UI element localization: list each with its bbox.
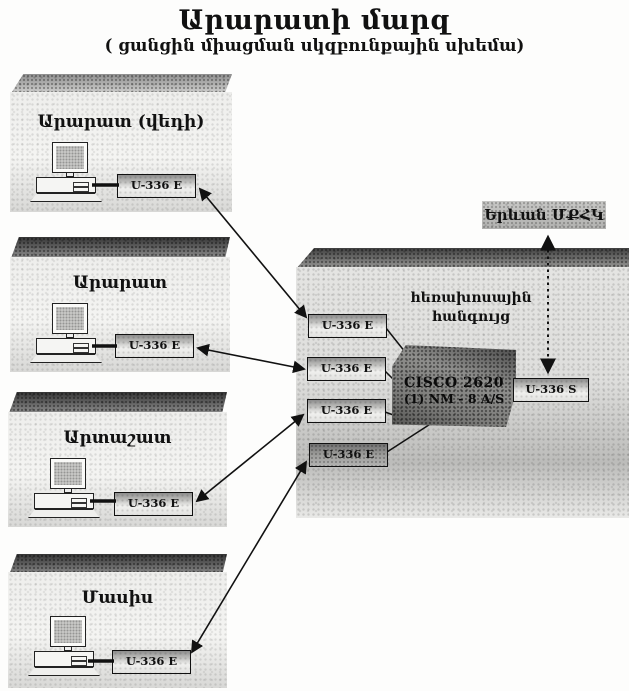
slab-top-band [10, 74, 232, 95]
modem-box: U-336 E [114, 492, 193, 516]
page-title: Արարատի մարզ [178, 5, 451, 36]
router-model: CISCO 2620 [404, 375, 504, 391]
region-label: Արարատ [72, 273, 168, 293]
uplink-modem-box: U-336 S [513, 378, 589, 402]
region-artashat: Արտաշատ U-336 E [8, 392, 227, 527]
system-unit-icon [34, 651, 94, 667]
monitor-icon [52, 303, 88, 334]
computer-icon [30, 142, 108, 206]
telephone-hub-slab: հեռախոսային հանգույց U-336 E U-336 E U-3… [296, 248, 629, 518]
region-ararat: Արարատ U-336 E [10, 237, 230, 372]
monitor-icon [52, 142, 88, 173]
region-masis: Մասիս U-336 E [8, 554, 227, 688]
region-label: Մասիս [81, 588, 154, 608]
system-unit-icon [36, 338, 96, 354]
hub-modem-box-4: U-336 E [309, 443, 388, 467]
modem-box: U-336 E [112, 650, 191, 674]
region-label: Արարատ (վեդի) [37, 112, 205, 132]
region-label: Արտաշատ [63, 428, 172, 448]
hub-modem-box-3: U-336 E [307, 399, 386, 423]
region-ararat-vedi: Արարատ (վեդի) U-336 E [10, 74, 232, 212]
system-unit-icon [34, 493, 94, 509]
computer-icon [28, 616, 106, 680]
modem-box: U-336 E [115, 334, 194, 358]
computer-icon [28, 458, 106, 522]
page-subtitle: ( ցանցին միացման սկզբունքային սխեմա) [104, 36, 525, 55]
hub-label: հեռախոսային հանգույց [410, 290, 532, 325]
monitor-icon [50, 616, 86, 647]
router-box: CISCO 2620 (1) NM - 8 A/S [392, 345, 516, 427]
hub-modem-box-1: U-336 E [308, 314, 387, 338]
router-module: (1) NM - 8 A/S [403, 391, 505, 406]
computer-icon [30, 303, 108, 367]
hub-modem-box-2: U-336 E [307, 357, 386, 381]
modem-box: U-336 E [117, 174, 196, 198]
system-unit-icon [36, 177, 96, 193]
destination-box: Երևան ՄՔՀԿ [482, 201, 606, 229]
monitor-icon [50, 458, 86, 489]
slab-top-band [296, 248, 629, 269]
